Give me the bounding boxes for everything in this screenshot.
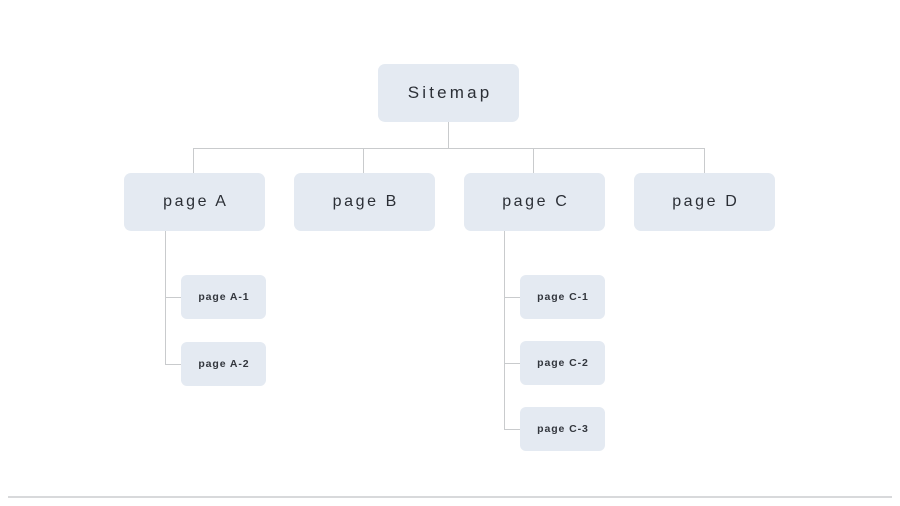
node-page-c-3[interactable]: page C-3 <box>520 407 605 451</box>
node-page-a-2[interactable]: page A-2 <box>181 342 266 386</box>
node-page-c[interactable]: page C <box>464 173 605 231</box>
connector-page-c-to-c2 <box>504 363 520 364</box>
connector-bus-to-page-a <box>193 148 194 173</box>
node-sitemap-root[interactable]: Sitemap <box>378 64 519 122</box>
node-page-d[interactable]: page D <box>634 173 775 231</box>
connector-bus-to-page-c <box>533 148 534 173</box>
connector-bus-to-page-d <box>704 148 705 173</box>
connector-page-c-spine <box>504 231 505 429</box>
connector-page-a-to-a2 <box>165 364 181 365</box>
connector-root-down <box>448 122 449 148</box>
connector-horizontal-bus <box>193 148 705 149</box>
bottom-divider <box>8 496 892 498</box>
connector-page-c-to-c1 <box>504 297 520 298</box>
node-page-c-1[interactable]: page C-1 <box>520 275 605 319</box>
node-page-c-2[interactable]: page C-2 <box>520 341 605 385</box>
connector-page-a-spine <box>165 231 166 365</box>
connector-bus-to-page-b <box>363 148 364 173</box>
node-page-b[interactable]: page B <box>294 173 435 231</box>
connector-page-a-to-a1 <box>165 297 181 298</box>
node-page-a[interactable]: page A <box>124 173 265 231</box>
connector-page-c-to-c3 <box>504 429 520 430</box>
node-page-a-1[interactable]: page A-1 <box>181 275 266 319</box>
